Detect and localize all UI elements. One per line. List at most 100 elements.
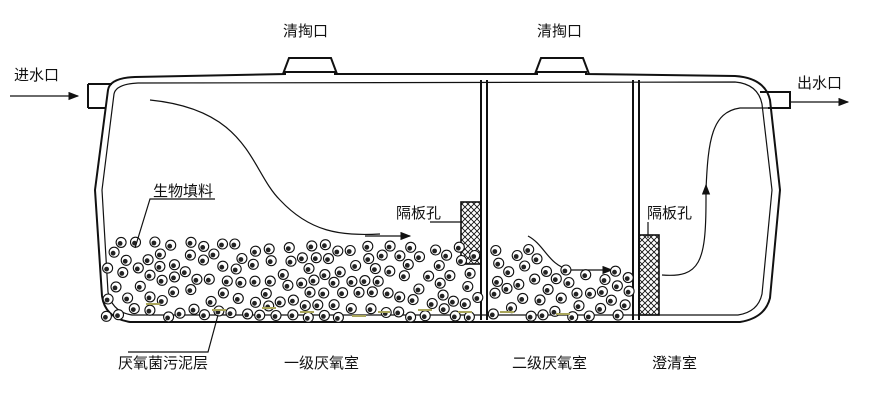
filler-ball-core <box>266 279 272 285</box>
filler-ball-core <box>104 297 110 303</box>
filler-ball-core <box>110 250 116 256</box>
filler-ball-core <box>597 307 602 312</box>
filler-ball-core <box>289 313 295 319</box>
filler-ball-core <box>505 270 511 276</box>
filler-ball-core <box>599 290 604 295</box>
filler-ball-core <box>321 314 326 319</box>
filler-ball-core <box>219 264 225 270</box>
filler-ball-core <box>458 259 463 264</box>
filler-ball-core <box>320 291 326 297</box>
filler-ball-core <box>124 296 129 302</box>
filler-ball-core <box>614 313 620 319</box>
filler-ball-core <box>251 279 257 285</box>
filler-ball-core <box>608 298 613 304</box>
filler-ball-core <box>440 307 446 313</box>
filler-ball-core <box>330 280 336 286</box>
filler-ball-core <box>249 262 255 268</box>
filler-ball-core <box>461 302 467 308</box>
filler-ball-core <box>474 296 480 301</box>
filler-ball-core <box>299 256 304 262</box>
filler-ball-core <box>112 285 118 291</box>
filler-ball-core <box>170 290 176 296</box>
filler-ball-core <box>167 243 173 249</box>
filler-ball-core <box>265 247 271 253</box>
filler-ball-core <box>238 257 244 262</box>
sludge-layer-marks <box>146 303 570 317</box>
inlet-label: 进水口 <box>14 66 59 84</box>
filler-ball-core <box>104 266 109 272</box>
filler-ball-core <box>614 284 619 290</box>
filler-ball-core <box>443 253 448 259</box>
cleanout-port-left <box>282 57 338 75</box>
filler-ball-core <box>287 259 293 265</box>
filler-ball-core <box>409 298 415 303</box>
filler-ball-core <box>494 280 499 285</box>
filler-ball-core <box>262 292 268 297</box>
baffle-wall-2 <box>632 80 640 320</box>
filler-ball-core <box>415 287 421 293</box>
filler-ball-core <box>267 259 273 265</box>
filler-ball-core <box>374 279 380 285</box>
filler-ball-core <box>407 245 413 251</box>
filler-ball-core <box>455 245 461 251</box>
filler-ball-core <box>158 278 164 284</box>
filler-ball-core <box>416 255 421 261</box>
filler-ball-core <box>384 291 390 297</box>
filler-ball-core <box>531 277 537 283</box>
filler-ball-core <box>367 307 373 313</box>
filler-ball-core <box>508 306 513 312</box>
flow-path-chamber-1 <box>149 99 412 241</box>
filler-ball-core <box>285 246 291 252</box>
filler-ball-core <box>503 287 509 292</box>
filler-ball-core <box>624 276 630 281</box>
filler-ball-core <box>378 253 384 259</box>
filler-ball-core <box>573 291 579 297</box>
bio-filler-media <box>100 236 635 323</box>
filler-ball-core <box>227 311 233 317</box>
filler-ball-core <box>396 254 402 260</box>
filler-ball-core <box>103 314 108 320</box>
cleanout-label-right: 清掏口 <box>537 22 582 40</box>
filler-ball-core <box>407 315 412 321</box>
filler-ball-core <box>193 277 199 283</box>
filler-ball-core <box>544 288 550 293</box>
baffle-hole-label-1: 隔板孔 <box>396 204 441 222</box>
filler-ball-core <box>301 304 307 309</box>
outlet-label: 出水口 <box>797 74 842 92</box>
filler-ball-core <box>231 242 237 248</box>
filler-ball-core <box>601 278 607 283</box>
filler-ball-core <box>421 314 427 320</box>
filler-ball-core <box>446 274 452 279</box>
filler-ball-core <box>439 293 445 299</box>
filler-ball-core <box>425 274 430 280</box>
filler-ball-core <box>256 313 262 319</box>
filler-ball-core <box>372 267 377 272</box>
filler-ball-core <box>621 303 627 309</box>
filler-ball-core <box>513 254 519 259</box>
filler-ball-core <box>347 307 353 312</box>
filler-ball-core <box>276 300 282 306</box>
crosshatch-screen-icon <box>460 201 482 265</box>
filler-ball-core <box>386 269 392 275</box>
filler-ball-core <box>298 281 304 287</box>
filler-ball-core <box>386 244 392 250</box>
filler-ball-core <box>369 290 374 296</box>
filler-ball-core <box>219 242 224 248</box>
filler-ball-core <box>557 296 563 302</box>
filler-ball-core <box>339 291 344 297</box>
filler-ball-core <box>187 253 192 259</box>
filler-ball-core <box>115 313 120 319</box>
filler-ball-core <box>205 277 211 283</box>
filler-ball-core <box>290 298 295 304</box>
filler-ball-core <box>355 290 361 296</box>
filler-ball-core <box>582 273 588 279</box>
filler-ball-core <box>210 252 216 258</box>
filler-ball-core <box>491 291 497 297</box>
filler-ball-core <box>190 307 196 313</box>
filler-ball-core <box>432 248 437 254</box>
filler-ball-core <box>284 283 290 289</box>
filler-ball-core <box>176 311 182 317</box>
crosshatch-screen-icon <box>638 234 660 316</box>
